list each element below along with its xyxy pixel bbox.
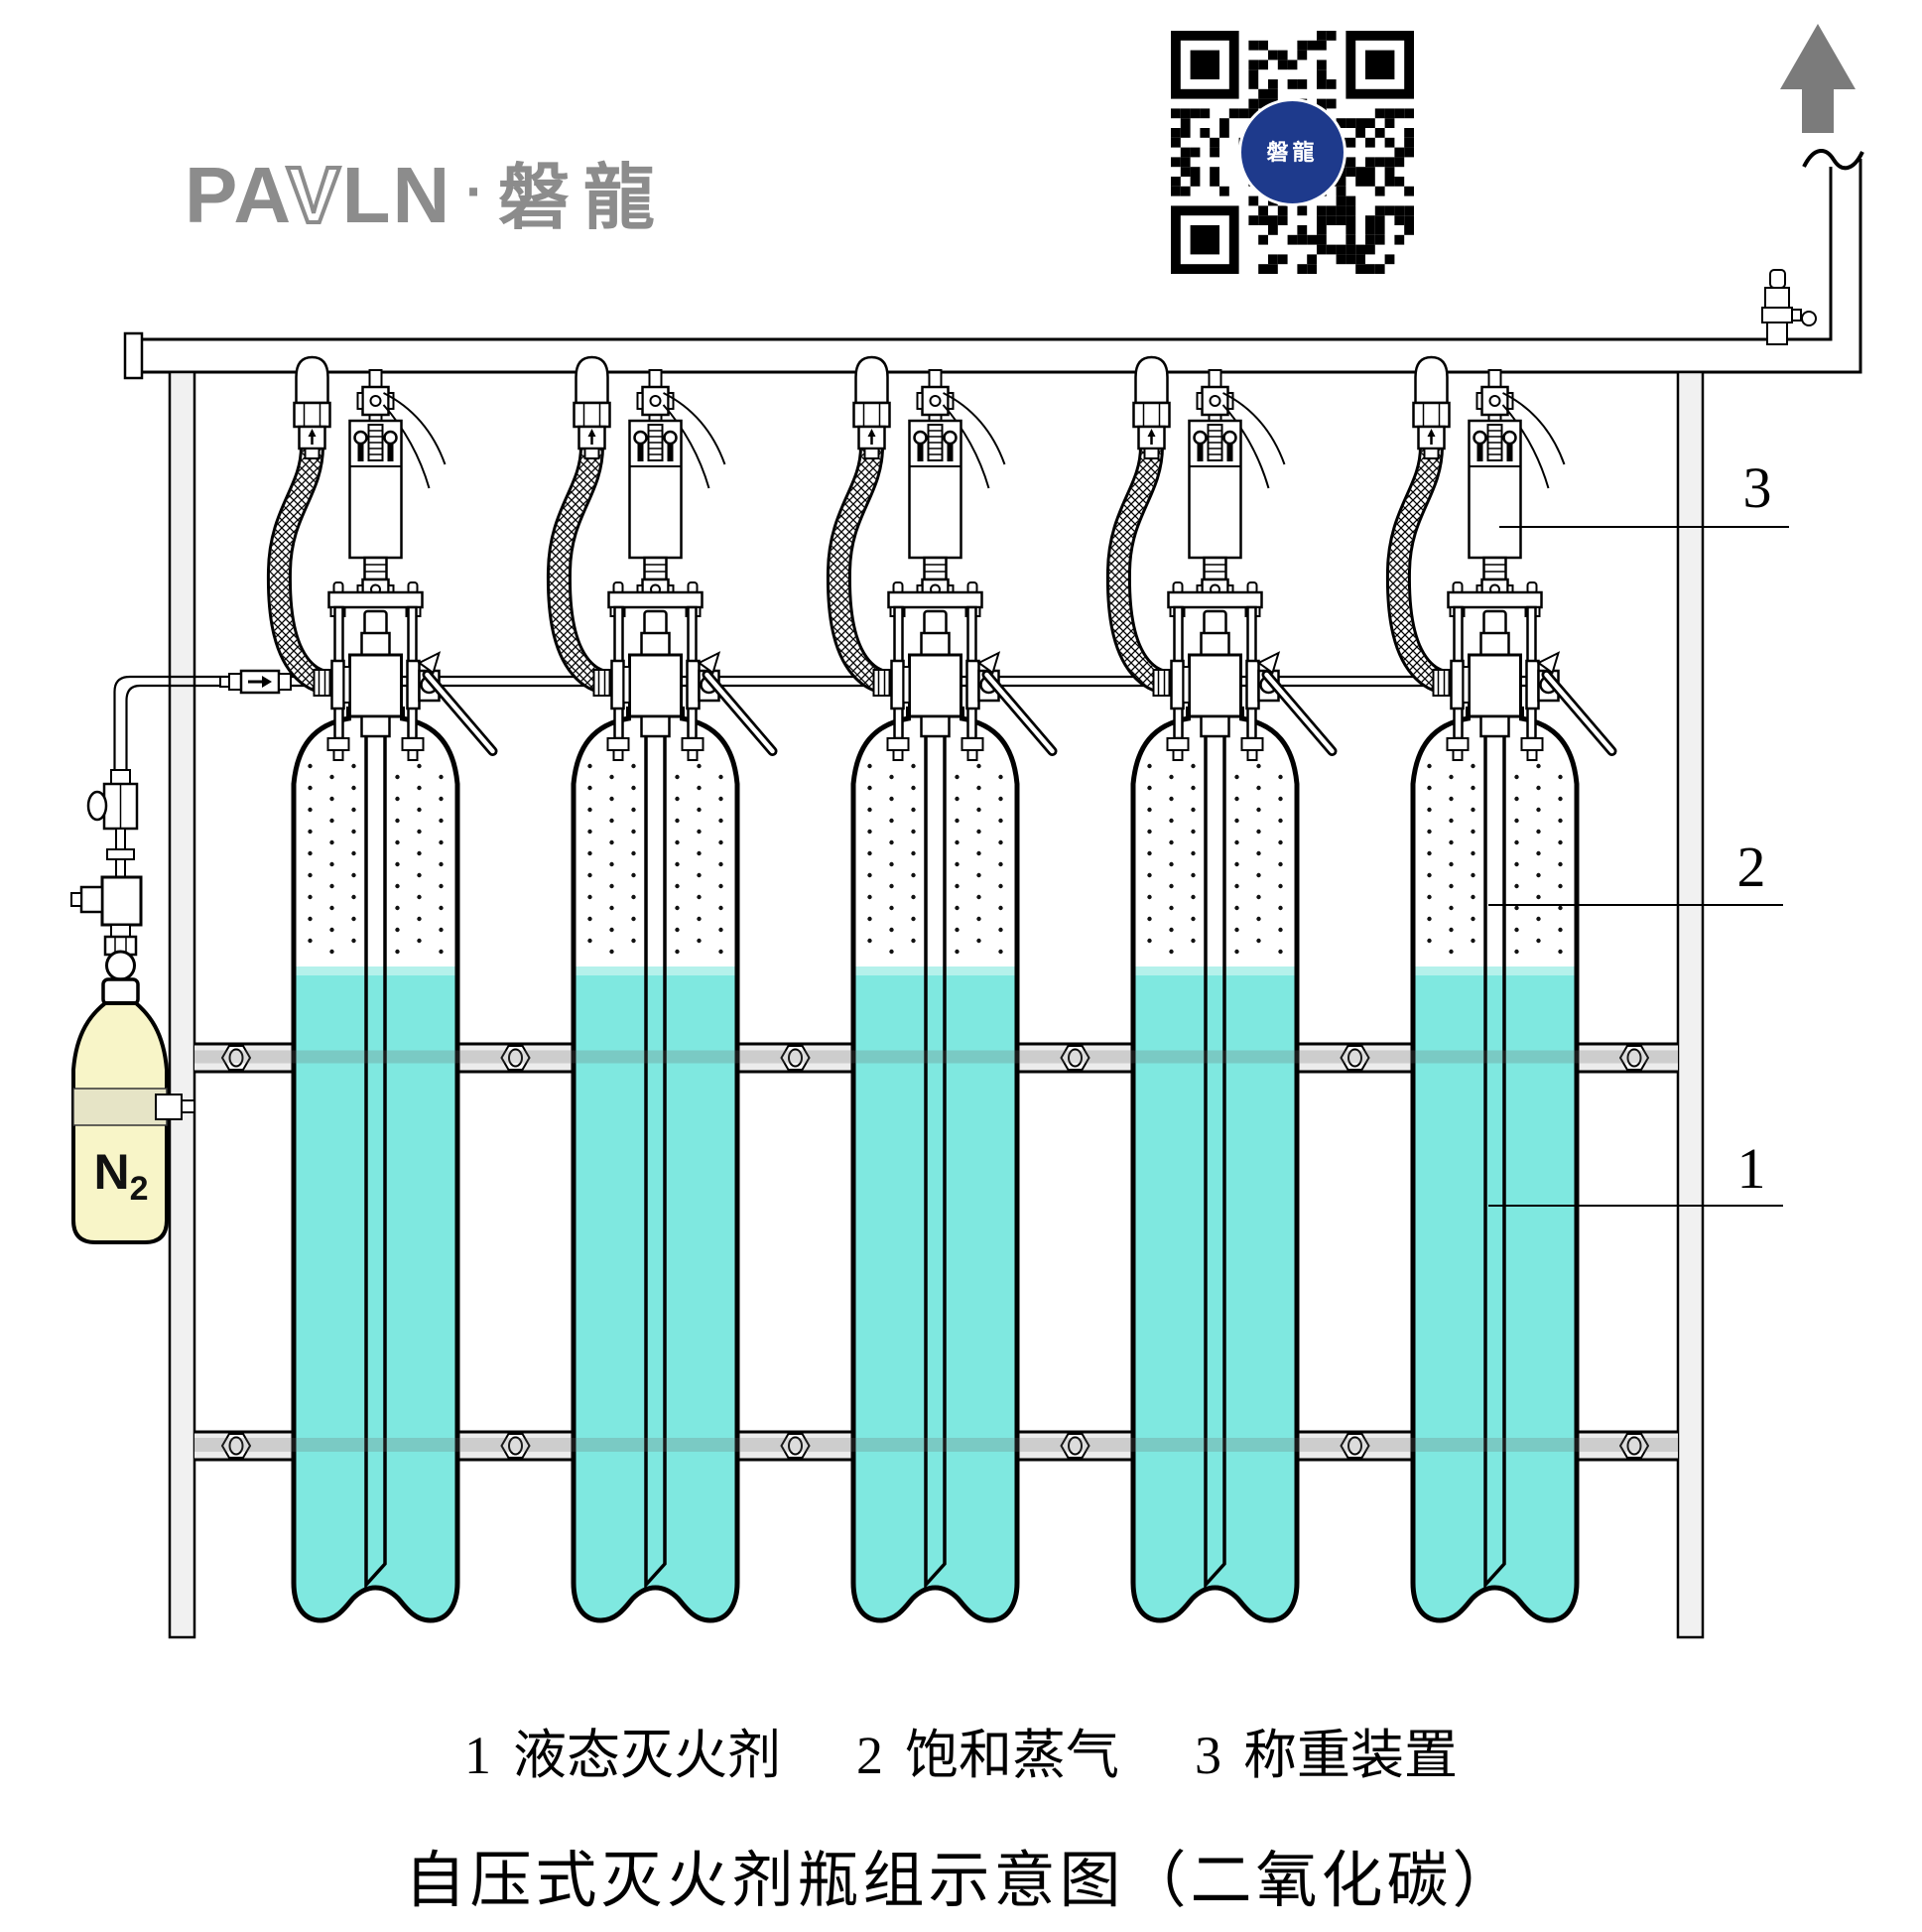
legend-label: 饱和蒸气 xyxy=(905,1726,1119,1785)
vapor-dots xyxy=(587,763,723,955)
flex-hose xyxy=(1105,446,1173,696)
legend-num: 3 xyxy=(1195,1726,1221,1785)
station-3 xyxy=(826,355,1058,1623)
legend-num: 2 xyxy=(856,1726,883,1785)
logo-text: PA xyxy=(185,151,288,239)
siphon-tube xyxy=(364,736,387,1590)
lever-link xyxy=(1256,651,1281,675)
n2-cylinder-label: N2 xyxy=(93,1144,149,1208)
liquid-fill xyxy=(853,966,1017,1620)
n2-valve-handwheel xyxy=(86,790,108,822)
vapor-dots xyxy=(867,763,1003,955)
manifold-connector xyxy=(852,355,891,459)
weighing-device xyxy=(628,369,726,607)
logo-text-outline-v: V xyxy=(285,149,342,241)
cylinder-valve xyxy=(1432,609,1617,756)
cylinder-valve xyxy=(872,609,1058,756)
up-arrow-icon xyxy=(1147,429,1156,437)
up-arrow-icon xyxy=(308,429,317,437)
station-4 xyxy=(1105,355,1338,1623)
callout-label-3: 3 xyxy=(1742,455,1772,520)
brand-logo: PAVLN·磐龍 xyxy=(185,139,669,243)
station-1 xyxy=(266,355,498,1623)
discharge-arrow xyxy=(1780,24,1856,133)
lever-link xyxy=(1536,651,1561,675)
logo-chinese: 磐龍 xyxy=(497,156,669,239)
frame-post-left xyxy=(168,370,196,1639)
station-2 xyxy=(546,355,778,1623)
legend-num: 1 xyxy=(464,1726,491,1785)
cylinder-valve xyxy=(592,609,778,756)
flex-hose xyxy=(266,446,333,696)
legend: 1 液态灭火剂 2 饱和蒸气 3 称重装置 xyxy=(0,1711,1922,1789)
liquid-fill xyxy=(294,966,457,1620)
diagram-title: 自压式灭火剂瓶组示意图（二氧化碳） xyxy=(404,1848,1518,1915)
up-arrow-icon xyxy=(867,429,876,437)
safety-valve xyxy=(1761,269,1817,345)
co2-cylinder xyxy=(571,707,740,1623)
weighing-device xyxy=(348,369,447,607)
flow-arrow-icon xyxy=(262,676,272,688)
flex-hose xyxy=(826,446,893,696)
manifold-connector xyxy=(573,355,611,459)
qr-center-badge xyxy=(1238,98,1346,206)
rail-strap-overlay xyxy=(194,1438,1678,1452)
pilot-line xyxy=(113,675,1554,786)
vapor-dots xyxy=(308,763,444,955)
liquid-fill xyxy=(1133,966,1297,1620)
check-valve xyxy=(219,669,292,695)
logo-text: LN xyxy=(341,151,452,239)
legend-label: 液态灭火剂 xyxy=(513,1726,781,1785)
liquid-fill xyxy=(1413,966,1577,1620)
co2-cylinder xyxy=(291,707,460,1623)
manifold-pipe xyxy=(123,149,1864,380)
vapor-dots xyxy=(1147,763,1283,955)
siphon-tube xyxy=(644,736,667,1590)
lever-link xyxy=(417,651,442,675)
callout-label-2: 2 xyxy=(1736,835,1766,899)
callout-label-1: 1 xyxy=(1736,1136,1766,1201)
siphon-tube xyxy=(924,736,947,1590)
legend-label: 称重装置 xyxy=(1243,1726,1458,1785)
flex-hose xyxy=(546,446,613,696)
station-5 xyxy=(1385,355,1617,1623)
liquid-fill xyxy=(574,966,737,1620)
up-arrow-icon xyxy=(587,429,596,437)
cylinder-valve xyxy=(1152,609,1338,756)
frame-post-right xyxy=(1676,370,1705,1639)
up-arrow-icon xyxy=(1427,429,1436,437)
qr-svg: 磐龍 xyxy=(1171,31,1414,274)
n2-assembly xyxy=(70,769,143,1006)
n2-strap xyxy=(72,1088,168,1126)
manifold-connector xyxy=(293,355,331,459)
qr-code: 磐龍 xyxy=(1171,31,1414,274)
co2-cylinder xyxy=(850,707,1020,1623)
co2-cylinder xyxy=(1130,707,1300,1623)
weighing-device xyxy=(1468,369,1566,607)
legend-item: 3 称重装置 xyxy=(1195,1711,1458,1789)
siphon-tube xyxy=(1204,736,1226,1590)
lever-link xyxy=(697,651,721,675)
legend-item: 1 液态灭火剂 xyxy=(464,1711,781,1789)
manifold-connector xyxy=(1132,355,1171,459)
logo-separator: · xyxy=(465,160,484,222)
weighing-device xyxy=(1188,369,1286,607)
weighing-device xyxy=(908,369,1006,607)
cylinder-valve xyxy=(313,609,498,756)
callout-leaders xyxy=(1488,526,1789,1207)
manifold-connector xyxy=(1412,355,1451,459)
co2-cylinder xyxy=(1410,707,1580,1623)
pipe-break-symbol xyxy=(1802,149,1864,171)
qr-center-text: 磐龍 xyxy=(1266,140,1318,166)
flex-hose xyxy=(1385,446,1453,696)
rail-strap-overlay xyxy=(194,1050,1678,1064)
n2-strap-buckle xyxy=(155,1094,183,1120)
n2-regulator xyxy=(100,875,143,927)
siphon-tube xyxy=(1483,736,1506,1590)
lever-link xyxy=(976,651,1001,675)
n2-cylinder xyxy=(71,1001,195,1244)
vapor-dots xyxy=(1427,763,1563,955)
legend-item: 2 饱和蒸气 xyxy=(856,1711,1119,1789)
